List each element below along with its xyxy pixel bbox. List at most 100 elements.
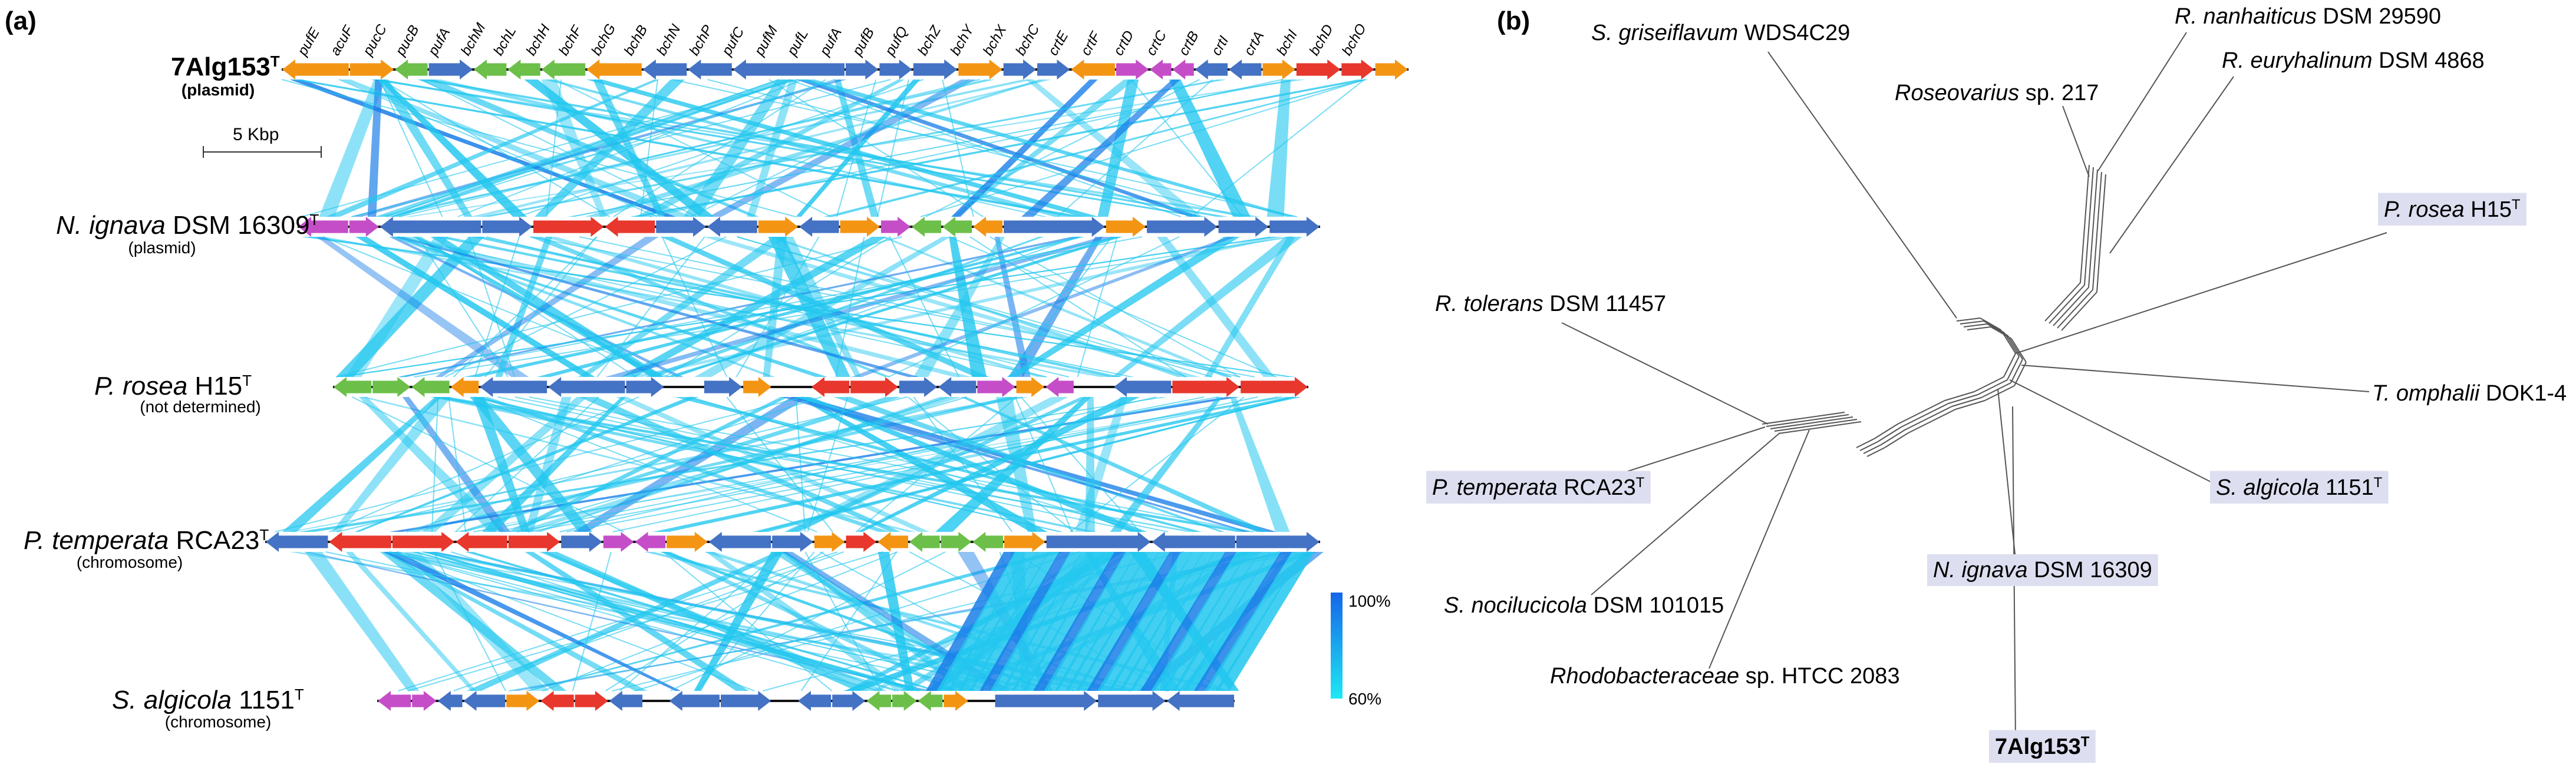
gene-arrow xyxy=(349,217,379,237)
synteny-link-thin xyxy=(913,396,1013,532)
synteny-link-thin xyxy=(925,79,1200,217)
gene-name-label: pufQ xyxy=(882,24,911,58)
gene-arrow xyxy=(708,532,771,552)
synteny-link-thin xyxy=(759,396,1294,532)
genome-track-7alg153: 7Alg153T(plasmid) xyxy=(171,52,1409,99)
network-edges xyxy=(1561,32,2387,740)
genome-name-nignava: N. ignava DSM 16309T xyxy=(56,211,319,240)
synteny-link-block xyxy=(926,552,1015,691)
synteny-link-block xyxy=(1215,552,1315,691)
gene-arrow xyxy=(1166,691,1234,711)
gene-name-label: bchL xyxy=(490,24,519,58)
synteny-link-thin xyxy=(339,79,658,217)
gene-arrow xyxy=(642,59,687,80)
gene-arrow xyxy=(913,59,958,80)
gene-arrow xyxy=(412,691,437,711)
genome-name-italic: P. rosea xyxy=(94,372,187,401)
gene-arrow xyxy=(456,532,507,552)
gene-arrow xyxy=(1375,59,1408,80)
synteny-link-thin xyxy=(579,236,1241,378)
gene-arrow xyxy=(909,532,940,552)
network-taxon-reuryhalinum: R. euryhalinum DSM 4868 xyxy=(2222,48,2485,73)
genome-name-rest: 7Alg153 xyxy=(171,52,271,81)
synteny-link xyxy=(473,397,530,532)
synteny-link xyxy=(1110,397,1223,532)
genome-type-ptemperata: (chromosome) xyxy=(77,553,183,571)
taxon-name-rest: sp. HTCC 2083 xyxy=(1739,664,1899,689)
identity-gradient-bar xyxy=(1331,593,1343,699)
gene-arrow xyxy=(1004,532,1045,552)
gene-arrow xyxy=(1262,59,1295,80)
synteny-link-thin xyxy=(690,79,970,217)
synteny-link-block xyxy=(1140,552,1237,691)
synteny-link-block xyxy=(1044,552,1137,691)
gene-arrow xyxy=(977,377,1015,397)
synteny-link-thin xyxy=(408,551,884,691)
synteny-link-thin xyxy=(455,396,599,532)
synteny-link xyxy=(1111,237,1302,377)
synteny-link xyxy=(798,80,1297,217)
synteny-link-thin xyxy=(275,396,804,532)
network-edge xyxy=(1956,317,1981,322)
network-taxon-roseovarius: Roseovarius sp. 217 xyxy=(1895,81,2099,105)
synteny-link-thin xyxy=(942,79,974,217)
taxon-highlight xyxy=(2378,193,2526,226)
gene-arrow xyxy=(995,691,1097,711)
synteny-link-thin xyxy=(517,79,924,217)
synteny-link xyxy=(1021,80,1180,217)
synteny-link-thin xyxy=(640,79,658,217)
synteny-link xyxy=(404,552,549,691)
synteny-link xyxy=(345,237,449,377)
taxon-highlight xyxy=(1426,471,1651,504)
network-edge xyxy=(1767,51,1957,319)
network-edge xyxy=(1897,412,1922,425)
gene-arrow xyxy=(411,377,450,397)
synteny-link-block xyxy=(1011,552,1104,691)
synteny-link-block xyxy=(1065,552,1160,691)
synteny-link-thin xyxy=(855,396,1017,532)
genome-track-ptemperata: P. temperata RCA23T(chromosome) xyxy=(24,526,1320,571)
gene-arrow xyxy=(507,59,540,80)
network-edge xyxy=(1774,419,1858,432)
synteny-link xyxy=(435,237,659,377)
synteny-link-thin xyxy=(484,236,597,378)
network-edge xyxy=(2003,353,2016,378)
synteny-link-thin xyxy=(661,236,728,378)
genome-name-rest: H15 xyxy=(187,372,242,401)
gene-arrow xyxy=(973,217,1003,237)
synteny-link-thin xyxy=(1070,396,1245,532)
gene-name-label: pufB xyxy=(849,25,878,59)
panel-label-a: (a) xyxy=(5,6,37,35)
taxon-highlight xyxy=(1989,730,2096,763)
synteny-link xyxy=(339,80,693,217)
gene-arrow xyxy=(1106,217,1146,237)
gene-arrow xyxy=(669,691,720,711)
taxon-name-rest: 7Alg153 xyxy=(1995,734,2081,759)
synteny-link-block xyxy=(990,552,1082,691)
synteny-link-thin xyxy=(908,396,1074,532)
network-edge xyxy=(2021,365,2370,392)
network-edge xyxy=(2092,171,2102,290)
synteny-link-block xyxy=(947,552,1038,691)
network-edge xyxy=(1974,376,2004,392)
synteny-link xyxy=(325,80,660,217)
synteny-link-thin xyxy=(390,551,919,691)
gene-arrow xyxy=(282,59,349,80)
gene-arrow xyxy=(1037,59,1070,80)
gene-arrow xyxy=(372,377,411,397)
synteny-link-thin xyxy=(448,396,467,532)
taxon-name-rest: DSM 101015 xyxy=(1587,593,1724,618)
synteny-link xyxy=(394,237,919,377)
synteny-link-thin xyxy=(529,396,1254,532)
gene-arrow xyxy=(879,59,912,80)
network-edge xyxy=(1881,429,1905,445)
gene-name-label: bchH xyxy=(523,21,553,58)
network-edge xyxy=(2096,174,2106,293)
genome-type-nignava: (plasmid) xyxy=(128,239,196,257)
synteny-link-thin xyxy=(675,236,1079,378)
genome-name-prosea: P. rosea H15T xyxy=(94,372,252,401)
network-edge xyxy=(2011,338,2027,363)
synteny-link xyxy=(1169,80,1251,217)
network-taxon-prosea: P. rosea H15T xyxy=(2384,197,2521,223)
network-edge xyxy=(2053,287,2089,326)
